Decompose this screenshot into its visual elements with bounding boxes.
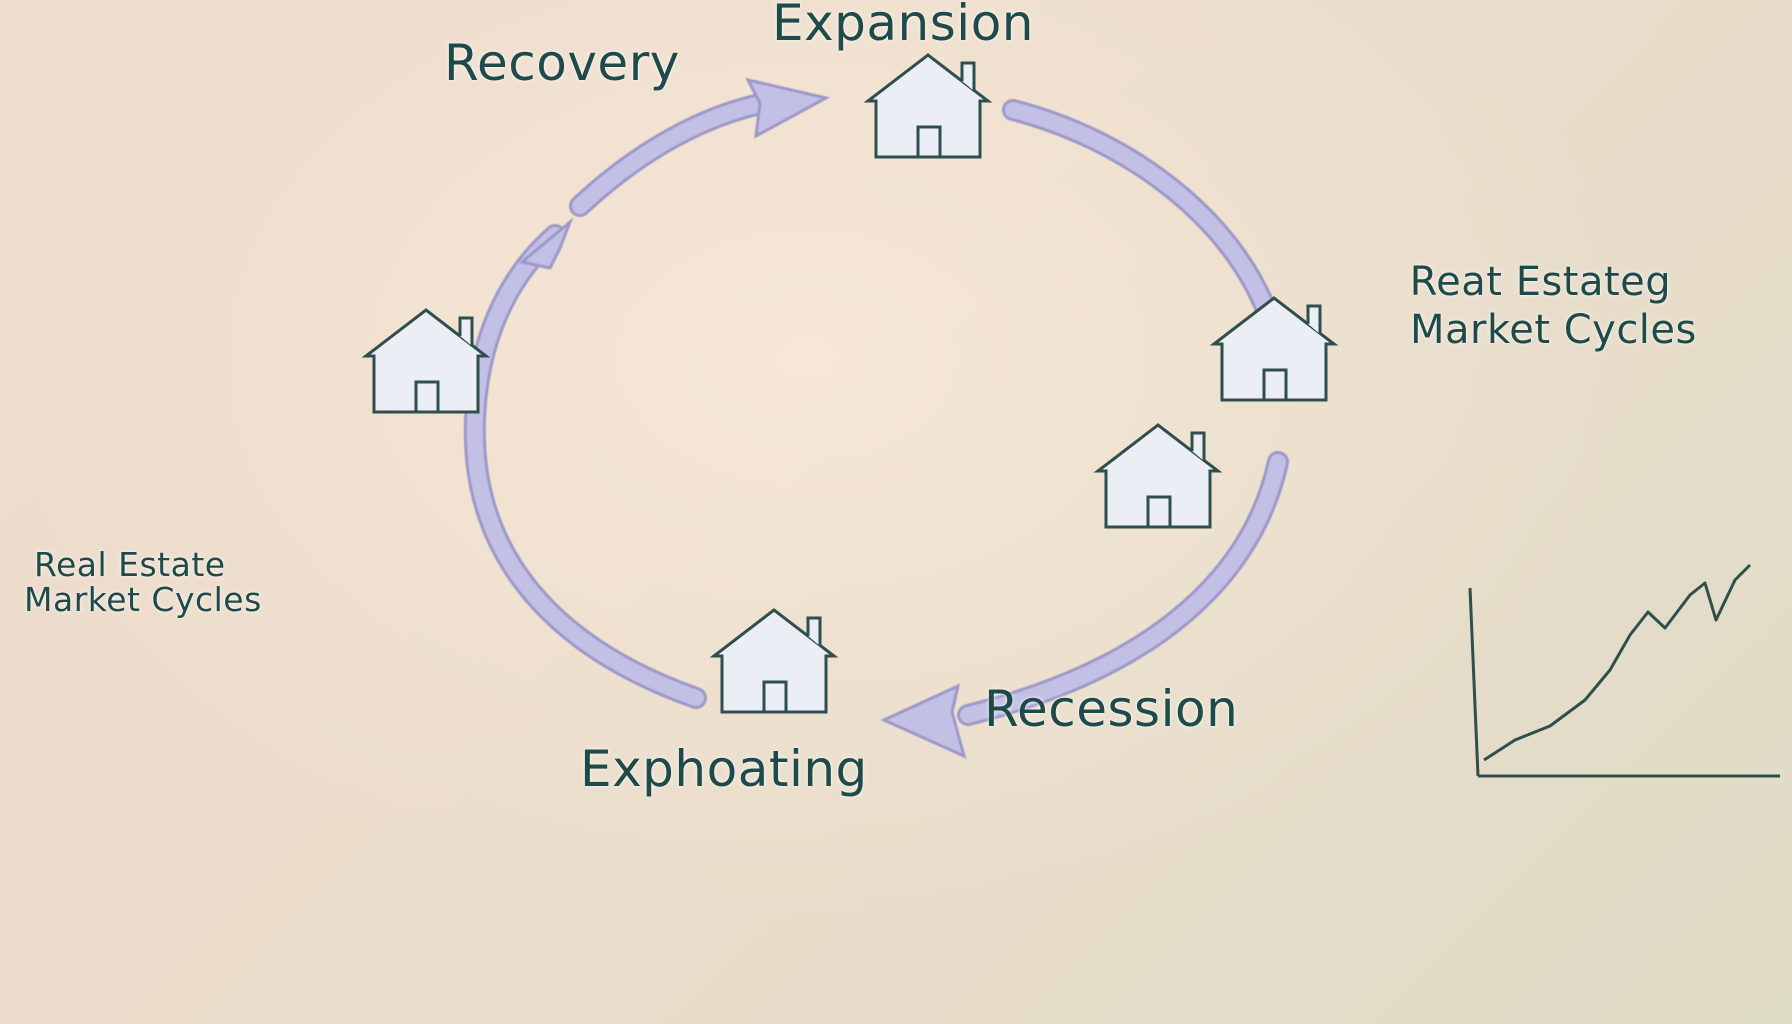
small-title: Real Estate Market Cycles bbox=[24, 545, 262, 619]
cycle-arrow-right bbox=[1002, 99, 1281, 331]
trend-chart-y-axis bbox=[1468, 587, 1480, 777]
stage-label-expansion: Expansion bbox=[772, 0, 1034, 52]
house-icon-top bbox=[863, 53, 993, 159]
trend-chart-icon bbox=[1468, 563, 1780, 778]
side-title-line-2: Market Cycles bbox=[1410, 307, 1697, 353]
house-icon-left bbox=[361, 308, 491, 414]
stage-label-exhoating: Exphoating bbox=[580, 740, 868, 798]
stage-label-recession: Recession bbox=[984, 680, 1239, 738]
trend-chart-line bbox=[1483, 563, 1752, 762]
side-title-line-1: Reat Estateg bbox=[1409, 259, 1672, 305]
small-title-line-2: Market Cycles bbox=[24, 579, 262, 619]
cycle-arrow-top bbox=[569, 77, 831, 217]
stage-label-recovery: Recovery bbox=[444, 34, 680, 92]
side-title: Reat Estateg Market Cycles bbox=[1384, 258, 1697, 354]
house-icon-right-lower bbox=[1093, 423, 1223, 529]
small-title-line-1: Real Estate bbox=[34, 545, 226, 584]
cycle-arrow-bottom bbox=[880, 451, 1289, 759]
cycle-arrow-left bbox=[463, 217, 707, 709]
house-icon-bottom bbox=[709, 608, 839, 714]
house-icon-right bbox=[1209, 296, 1339, 402]
